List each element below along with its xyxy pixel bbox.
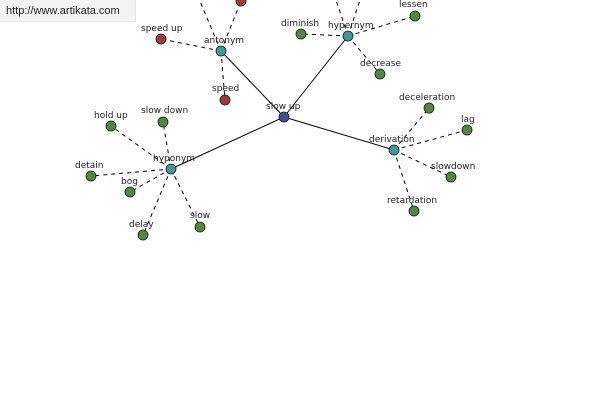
node-diminish[interactable] — [295, 28, 307, 40]
node-center[interactable] — [278, 111, 290, 123]
node-detain[interactable] — [85, 170, 97, 182]
edge-antonym-speed — [220, 50, 226, 101]
edge-hypernym-decrease — [347, 35, 381, 75]
node-antonym[interactable] — [215, 45, 227, 57]
node-antonym-offscreen-1[interactable] — [235, 0, 247, 7]
label-layer: slow up antonym hypernym hyponym derivation s… — [75, 0, 475, 230]
edge-hypernym-lessen — [347, 15, 416, 37]
node-slow-down[interactable] — [157, 116, 169, 128]
node-retardation[interactable] — [408, 205, 420, 217]
node-delay[interactable] — [137, 229, 149, 241]
node-derivation[interactable] — [388, 144, 400, 156]
label-diminish: diminish — [281, 19, 319, 29]
node-lag[interactable] — [461, 124, 473, 136]
label-hypernym: hypernym — [328, 21, 374, 31]
label-retardation: retardation — [387, 196, 437, 206]
edge-derivation-deceleration — [393, 107, 430, 151]
node-hypernym[interactable] — [342, 30, 354, 42]
label-delay: delay — [129, 220, 154, 230]
label-slow: slow — [190, 211, 210, 221]
node-layer — [85, 0, 473, 241]
label-decrease: decrease — [360, 59, 401, 69]
edge-hyponym-delay — [142, 168, 172, 236]
edge-center-hypernym — [283, 35, 349, 118]
label-lessen: lessen — [399, 0, 428, 10]
label-center: slow up — [266, 102, 301, 112]
edge-hypernym-diminish — [300, 33, 349, 37]
node-decrease[interactable] — [374, 68, 386, 80]
node-speed-up[interactable] — [155, 33, 167, 45]
label-hold-up: hold up — [94, 111, 128, 121]
edge-antonym-antonym-offscreen-1 — [220, 0, 242, 52]
label-deceleration: deceleration — [399, 93, 455, 103]
label-slowdown: slowdown — [431, 162, 475, 172]
edge-hyponym-slow — [170, 168, 201, 228]
edge-center-hyponym — [170, 116, 285, 170]
label-bog: bog — [121, 177, 138, 187]
edge-hyponym-detain — [90, 168, 172, 177]
edge-center-antonym — [220, 50, 285, 118]
label-speed-up: speed up — [141, 24, 183, 34]
label-slow-down: slow down — [141, 106, 188, 116]
label-speed: speed — [212, 84, 239, 94]
node-bog[interactable] — [124, 186, 136, 198]
edge-center-derivation — [283, 116, 395, 151]
node-lessen[interactable] — [409, 10, 421, 22]
edge-layer — [90, 0, 468, 236]
label-derivation: derivation — [369, 135, 415, 145]
node-speed[interactable] — [219, 94, 231, 106]
label-antonym: antonym — [204, 36, 244, 46]
node-hyponym[interactable] — [165, 163, 177, 175]
edge-derivation-retardation — [393, 149, 415, 212]
edge-antonym-antonym-offscreen-2 — [198, 0, 222, 52]
site-url-label[interactable]: http://www.artikata.com — [0, 0, 136, 22]
node-hold-up[interactable] — [105, 120, 117, 132]
label-lag: lag — [461, 115, 475, 125]
node-slowdown[interactable] — [445, 171, 457, 183]
node-slow[interactable] — [194, 221, 206, 233]
label-hyponym: hyponym — [153, 154, 195, 164]
label-detain: detain — [75, 161, 104, 171]
node-deceleration[interactable] — [423, 102, 435, 114]
edge-antonym-speed-up — [160, 38, 222, 52]
edge-derivation-slowdown — [393, 149, 452, 178]
